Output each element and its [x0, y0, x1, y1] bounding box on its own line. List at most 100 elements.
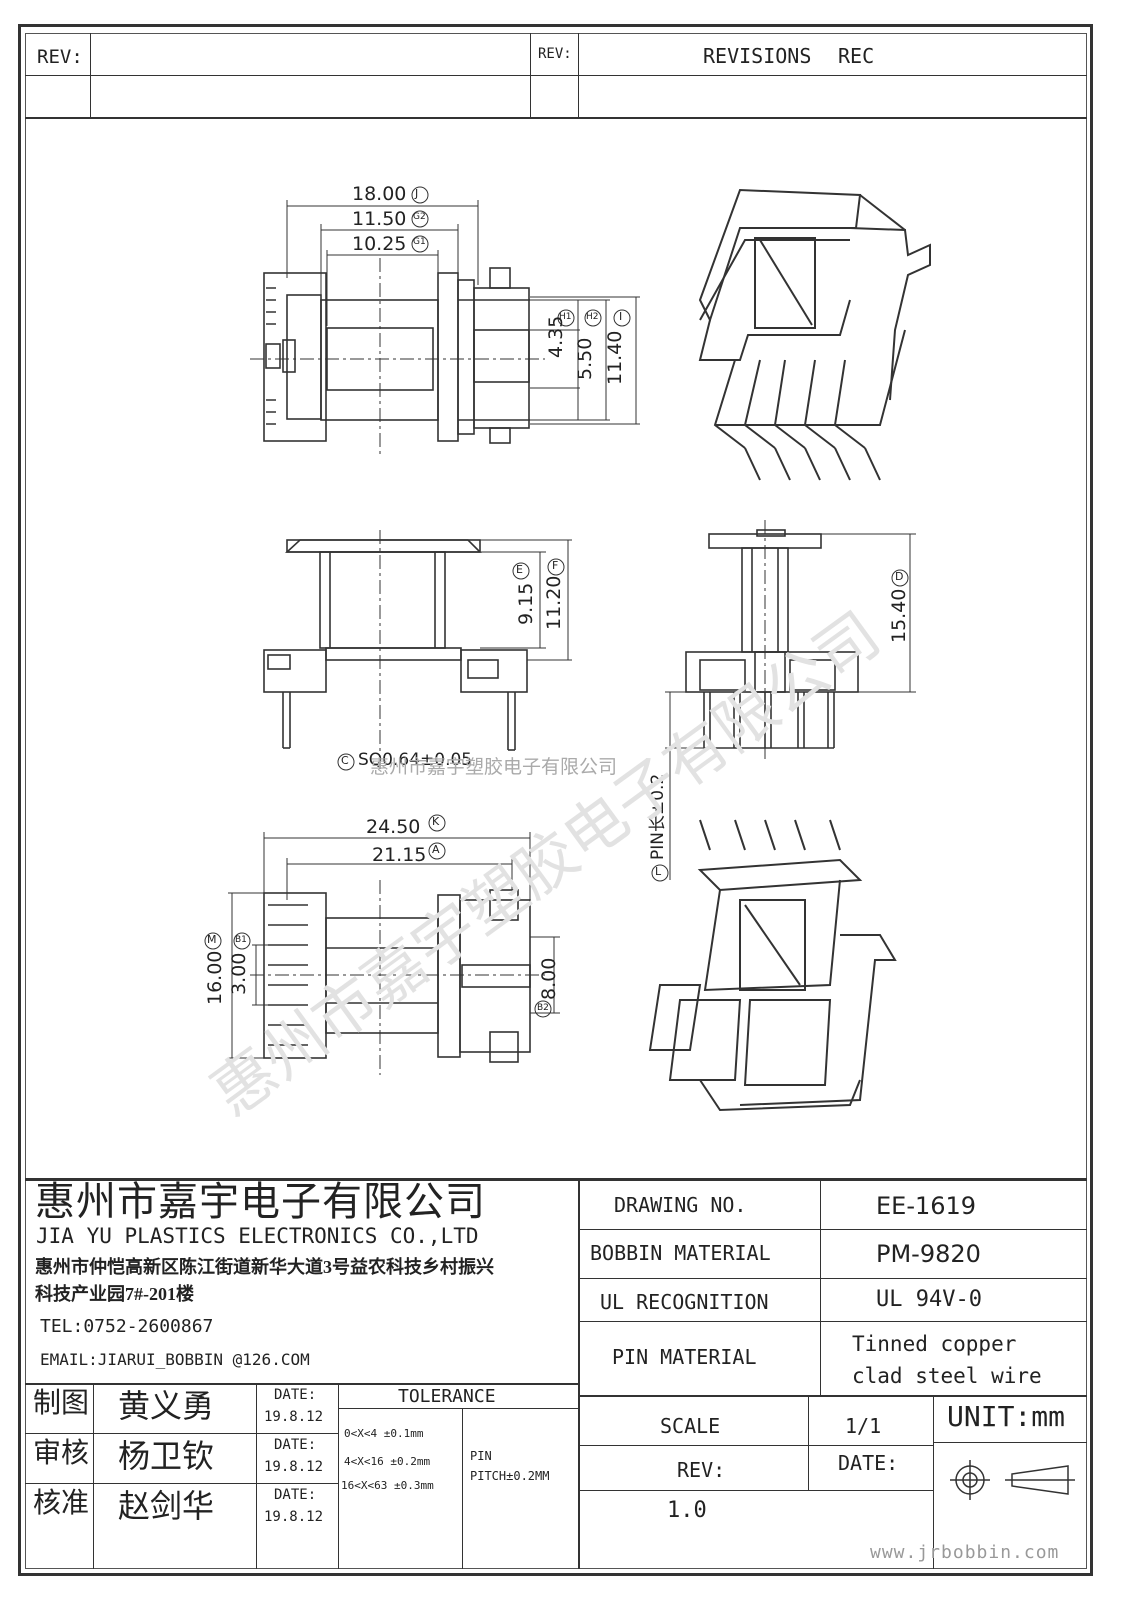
pin-pitch-1: PIN [470, 1449, 492, 1463]
tolerance-label: TOLERANCE [398, 1386, 496, 1407]
dim-tag-l: L [655, 865, 662, 878]
tb-row-6 [578, 1490, 933, 1491]
tb-row-4 [578, 1395, 1087, 1397]
sign-top [25, 1383, 579, 1385]
tolerance-3: 16<X<63 ±0.3mm [341, 1479, 434, 1492]
dim-800: 8.00 [538, 957, 560, 1000]
header-col-3 [578, 33, 579, 118]
header-col-2 [530, 33, 531, 118]
title-block-vdiv-2 [820, 1180, 821, 1395]
bobbin-material-label: BOBBIN MATERIAL [590, 1241, 771, 1265]
dim-tag-e: E [516, 563, 523, 576]
tb-vdiv-unit [933, 1397, 934, 1569]
title-block-top [25, 1178, 1087, 1181]
website: www.jrbobbin.com [870, 1542, 1060, 1563]
dim-550: 5.50 [574, 337, 596, 380]
role-checked: 审核 [33, 1438, 90, 1469]
dim-1025: 10.25 [352, 233, 407, 255]
dim-1540: 15.40 [888, 588, 910, 643]
pin-material-label: PIN MATERIAL [612, 1345, 757, 1369]
scale-label: SCALE [660, 1414, 721, 1438]
dim-1600: 16.00 [204, 950, 226, 1005]
dim-1150: 11.50 [352, 208, 407, 230]
date-drawn: 19.8.12 [264, 1409, 324, 1425]
dim-1120: 11.20 [543, 575, 565, 630]
header-divider [25, 75, 1087, 76]
sign-col-3 [338, 1383, 339, 1569]
tb-row-1 [578, 1229, 1087, 1230]
address-line-2: 科技产业园7#-201楼 [35, 1284, 194, 1304]
pin-material-line-2: clad steel wire [852, 1364, 1042, 1388]
scale-value: 1/1 [845, 1414, 882, 1438]
title-block-vdiv [578, 1180, 580, 1569]
dim-tag-h2: H2 [586, 312, 599, 322]
dim-2115: 21.15 [372, 844, 427, 866]
role-drawn: 制图 [33, 1388, 90, 1419]
address-line-1: 惠州市仲恺高新区陈江街道新华大道3号益农科技乡村振兴 [35, 1257, 494, 1277]
dim-tag-c: C [341, 754, 349, 767]
sign-row-1 [25, 1433, 339, 1434]
drawing-inner-frame [25, 33, 1087, 1569]
company-name-en: JIA YU PLASTICS ELECTRONICS CO.,LTD [36, 1224, 479, 1248]
dim-tag-b1: B1 [235, 935, 247, 945]
watermark-company: 惠州市嘉宇塑胶电子有限公司 [370, 756, 618, 778]
date-label-tb: DATE: [838, 1451, 899, 1475]
date-checked: 19.8.12 [264, 1459, 324, 1475]
dim-tag-h1: H1 [559, 312, 572, 322]
dim-tag-d: D [895, 570, 904, 583]
dim-tag-f: F [552, 559, 559, 572]
drawing-frame [18, 24, 1093, 1576]
dim-435: 4.35 [545, 315, 567, 358]
tolerance-1: 0<X<4 ±0.1mm [344, 1427, 424, 1440]
drawing-no-value: EE-1619 [876, 1192, 977, 1220]
pin-material-line-1: Tinned copper [852, 1332, 1017, 1356]
tb-row-5 [578, 1445, 933, 1446]
tolerance-2: 4<X<16 ±0.2mm [344, 1455, 431, 1468]
dim-tag-a: A [432, 843, 440, 856]
date-approved: 19.8.12 [264, 1509, 324, 1525]
email: EMAIL:JIARUI_BOBBIN @126.COM [40, 1350, 310, 1369]
telephone: TEL:0752-2600867 [40, 1316, 214, 1337]
dim-1140: 11.40 [604, 330, 626, 385]
dim-tag-j: J [415, 187, 419, 200]
revisions-label: REVISIONS [703, 44, 812, 68]
name-drawn: 黄义勇 [118, 1388, 215, 1424]
dim-tag-m: M [207, 933, 217, 946]
sign-col-2 [256, 1383, 257, 1569]
date-label-checked: DATE: [274, 1437, 317, 1453]
dim-18: 18.00 [352, 183, 407, 205]
dim-tag-b2: B2 [537, 1003, 549, 1013]
ul-recognition-label: UL RECOGNITION [600, 1290, 769, 1314]
ul-recognition-value: UL 94V-0 [876, 1287, 982, 1312]
rev-label: REV: [37, 46, 83, 68]
dim-sq: SQ0.64±0.05 [358, 750, 473, 770]
dim-300: 3.00 [228, 952, 250, 995]
pin-pitch-2: PITCH±0.2MM [470, 1469, 550, 1483]
tb-row-3 [578, 1321, 1087, 1322]
tol-underline [338, 1408, 579, 1409]
bobbin-material-value: PM-9820 [876, 1240, 981, 1268]
tb-vdiv-scale [808, 1397, 809, 1490]
unit-label: UNIT:mm [947, 1400, 1066, 1433]
dim-tag-k: K [432, 815, 440, 828]
sign-row-2 [25, 1483, 339, 1484]
rev-label-2: REV: [538, 46, 572, 62]
date-label-approved: DATE: [274, 1487, 317, 1503]
rec-label: REC [838, 44, 875, 68]
tb-unit-underline [933, 1442, 1087, 1443]
tol-col [462, 1408, 463, 1569]
drawing-no-label: DRAWING NO. [614, 1193, 747, 1217]
header-col-1 [90, 33, 91, 118]
rev-label-tb: REV: [677, 1458, 726, 1482]
company-name-cn: 惠州市嘉宇电子有限公司 [35, 1179, 486, 1224]
dim-915: 9.15 [515, 582, 537, 625]
sign-col-1 [93, 1383, 94, 1569]
header-bottom-line [25, 117, 1087, 119]
tb-row-2 [578, 1278, 1087, 1279]
dim-tag-i: I [619, 310, 623, 323]
name-approved: 赵剑华 [118, 1488, 215, 1524]
rev-value: 1.0 [667, 1498, 707, 1523]
role-approved: 核准 [33, 1488, 90, 1519]
name-checked: 杨卫钦 [118, 1438, 215, 1474]
dim-2450: 24.50 [366, 816, 421, 838]
